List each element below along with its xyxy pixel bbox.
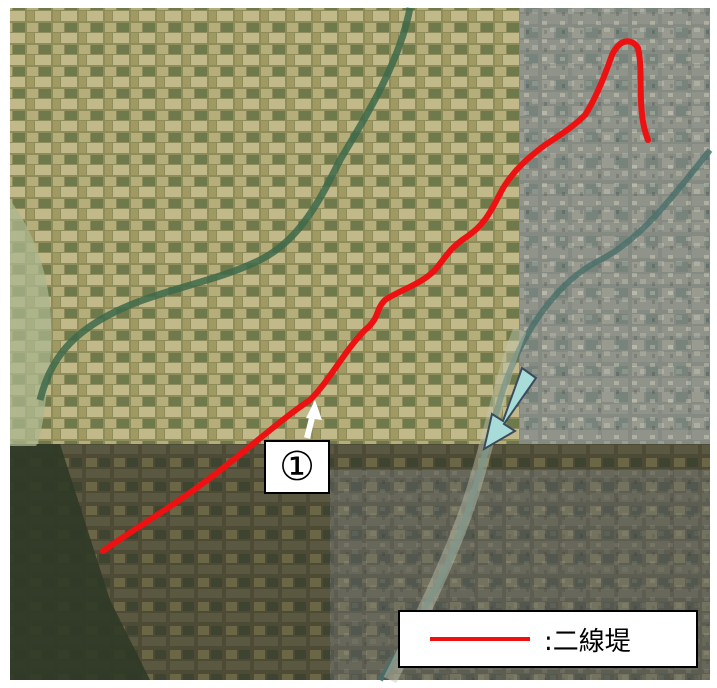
map-tile-upper-left <box>10 8 522 446</box>
callout-number: ① <box>279 444 315 490</box>
second-levee-route <box>100 38 651 554</box>
map-legend: :二線堤 <box>398 610 698 668</box>
pointer-arrow <box>304 400 322 439</box>
callout-label: ① <box>264 440 330 494</box>
legend-label: :二線堤 <box>544 626 631 657</box>
flow-direction-arrow <box>482 366 538 452</box>
river-right <box>377 148 713 682</box>
river <box>36 7 414 401</box>
dark-forest-lower-left <box>10 444 150 680</box>
legend-line-swatch <box>430 637 530 641</box>
town-area-right <box>520 8 710 446</box>
